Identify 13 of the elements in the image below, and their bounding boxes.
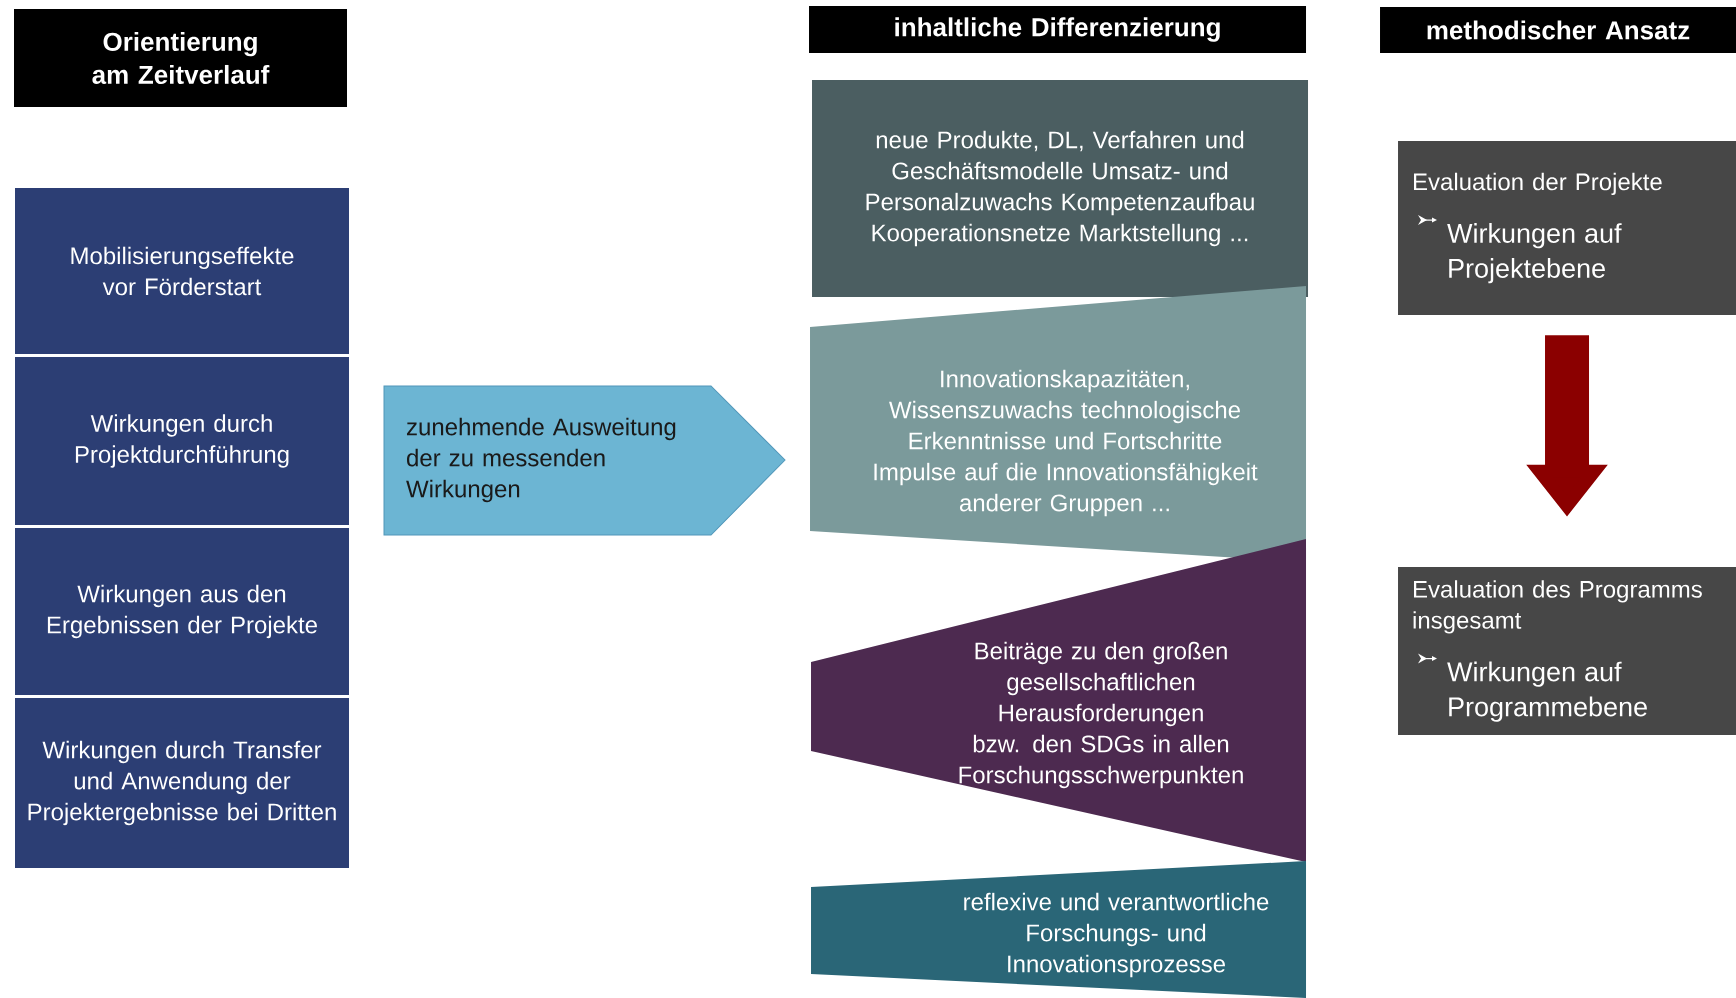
content-band: Innovationskapazitäten, Wissenszuwachs technologische Erkenntnisse und Fortschritte Impulse auf die Innovationsfähigkeit anderer Gruppen ... <box>810 286 1306 562</box>
timeline-box: Mobilisierungseffekte vor Förderstart <box>15 188 349 354</box>
header-box: methodischer Ansatz <box>1380 7 1736 53</box>
header-box: inhaltliche Differenzierung <box>809 6 1306 53</box>
timeline-box: Wirkungen aus den Ergebnissen der Projekte <box>15 528 349 695</box>
content-band: Beiträge zu den großen gesellschaftlichen Herausforderungen bzw. den SDGs in allen Forschungsschwerpunkten <box>811 539 1306 862</box>
timeline-box: Wirkungen durch Transfer und Anwendung der Projektergebnisse bei Dritten <box>15 698 349 868</box>
evaluation-box: Evaluation des Programms insgesamt Wirkungen auf Programmebene <box>1398 567 1736 735</box>
header-box: Orientierung am Zeitverlauf <box>14 9 347 107</box>
timeline-box: Wirkungen durch Projektdurchführung <box>15 357 349 525</box>
content-band: neue Produkte, DL, Verfahren und Geschäftsmodelle Umsatz- und Personalzuwachs Kompetenzaufbau Kooperationsnetze Marktstellung ... <box>812 80 1308 297</box>
evaluation-box: Evaluation der Projekte Wirkungen auf Projektebene <box>1398 141 1736 315</box>
content-band: reflexive und verantwortliche Forschungs- und Innovationsprozesse <box>811 861 1306 998</box>
